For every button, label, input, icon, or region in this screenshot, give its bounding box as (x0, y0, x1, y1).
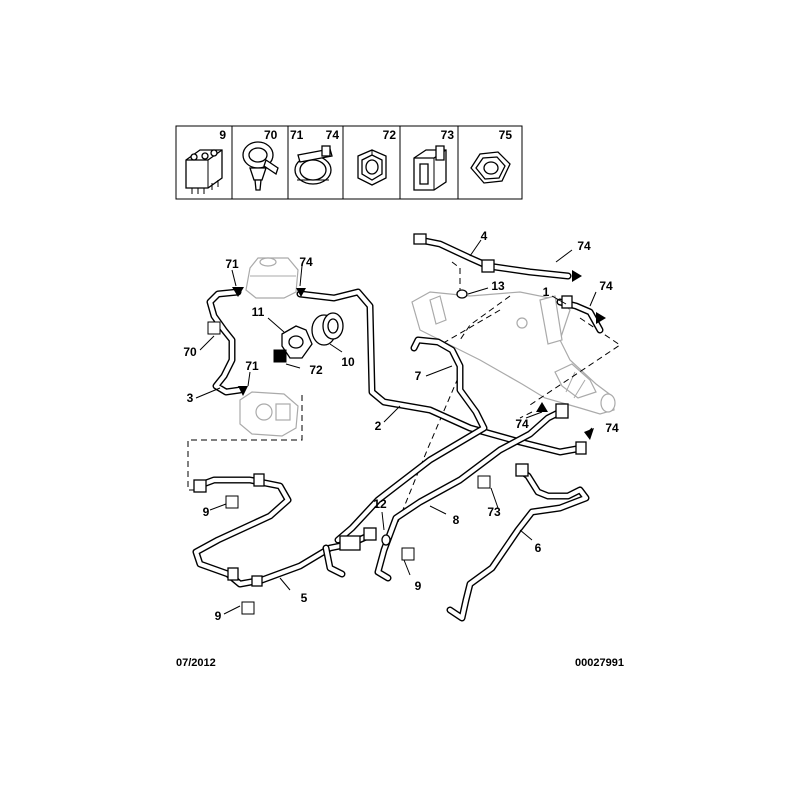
marker-70 (207, 321, 221, 335)
union-nut-pipe-4 (413, 233, 427, 245)
callout-labels: 4 74 74 1 13 71 74 11 70 72 10 7 71 3 2 … (183, 229, 619, 623)
assembly-lines (187, 261, 621, 523)
union-nut-pipe-2 (575, 441, 587, 455)
callout-2: 2 (375, 419, 382, 433)
arrow-74-reservoir (296, 288, 306, 297)
fitting-pipe-5-lower-2 (251, 575, 263, 587)
callout-70: 70 (183, 345, 197, 359)
connector-12 (363, 527, 377, 541)
legend-number-75: 75 (499, 128, 513, 142)
callout-8: 8 (453, 513, 460, 527)
callout-9-middle: 9 (415, 579, 422, 593)
marker-9-upper (225, 495, 239, 509)
hose-clamp-icon (294, 145, 333, 185)
callout-9-lower: 9 (215, 609, 222, 623)
legend-number-73: 73 (441, 128, 455, 142)
pipe-clip-icon (185, 149, 223, 194)
callout-71-upper: 71 (225, 257, 239, 271)
pump-outline (239, 391, 299, 437)
legend-number-72: 72 (383, 128, 397, 142)
hex-nut-icon (470, 151, 511, 184)
pipe-fittings (193, 233, 587, 587)
direction-arrows (232, 270, 606, 440)
callout-3: 3 (187, 391, 194, 405)
marker-9-lower (241, 601, 255, 615)
seal-13 (456, 289, 468, 299)
callout-11: 11 (252, 305, 265, 319)
callout-74-reservoir: 74 (299, 255, 313, 269)
grommet-10 (311, 312, 344, 346)
union-12 (339, 535, 361, 551)
pipe-6 (446, 466, 590, 622)
fitting-pipe-5 (253, 473, 265, 487)
callout-4: 4 (481, 229, 488, 243)
arrow-71-pump (238, 386, 248, 396)
legend-number-74: 74 (326, 128, 340, 142)
fluid-reservoir-outline (245, 257, 299, 299)
callout-5: 5 (301, 591, 308, 605)
footer-date: 07/2012 (176, 657, 216, 669)
grommet-nut-icon (357, 149, 387, 186)
callout-13: 13 (491, 279, 505, 293)
arrow-74-rack-2 (584, 428, 594, 440)
callout-74-upper: 74 (577, 239, 591, 253)
leader-lines (195, 239, 597, 615)
spring-clip-icon (413, 145, 447, 191)
callout-7: 7 (415, 369, 422, 383)
callout-74-rack: 74 (515, 417, 529, 431)
marker-73 (477, 475, 491, 489)
union-nut-pipe-8 (555, 403, 569, 419)
legend-number-9: 9 (219, 128, 226, 142)
fitting-pipe-5-lower (227, 567, 239, 581)
callout-74-hose: 74 (599, 279, 613, 293)
legend-frame (175, 125, 523, 200)
arrow-74-rack (536, 402, 548, 412)
callout-71-pump: 71 (245, 359, 259, 373)
marker-72 (273, 349, 287, 363)
marker-9-middle (401, 547, 415, 561)
ring-clip-icon (242, 141, 279, 191)
arrow-71-top (232, 287, 244, 297)
steering-rack-outline (411, 291, 616, 415)
parts-legend: 9 70 71 74 72 73 75 (175, 125, 523, 200)
footer-reference: 00027991 (575, 657, 624, 669)
pipe-runs (192, 236, 604, 622)
callout-6: 6 (535, 541, 542, 555)
callout-73: 73 (487, 505, 501, 519)
callout-74-rack-2: 74 (605, 421, 619, 435)
callout-72: 72 (309, 363, 323, 377)
callout-9-upper: 9 (203, 505, 210, 519)
callout-12: 12 (373, 497, 387, 511)
callout-1: 1 (543, 285, 550, 299)
clip-11 (281, 325, 313, 359)
union-nut-pipe-6 (515, 463, 529, 477)
seal-12 (381, 534, 391, 546)
legend-number-70: 70 (264, 128, 278, 142)
arrow-74-hose (572, 270, 582, 282)
legend-number-71: 71 (290, 128, 304, 142)
arrow-74-hose-1 (596, 312, 606, 324)
union-nut-pipe-5 (193, 479, 207, 493)
reference-markers (207, 321, 491, 615)
callout-10: 10 (341, 355, 355, 369)
hose-clamp-pipe-4 (481, 259, 495, 273)
